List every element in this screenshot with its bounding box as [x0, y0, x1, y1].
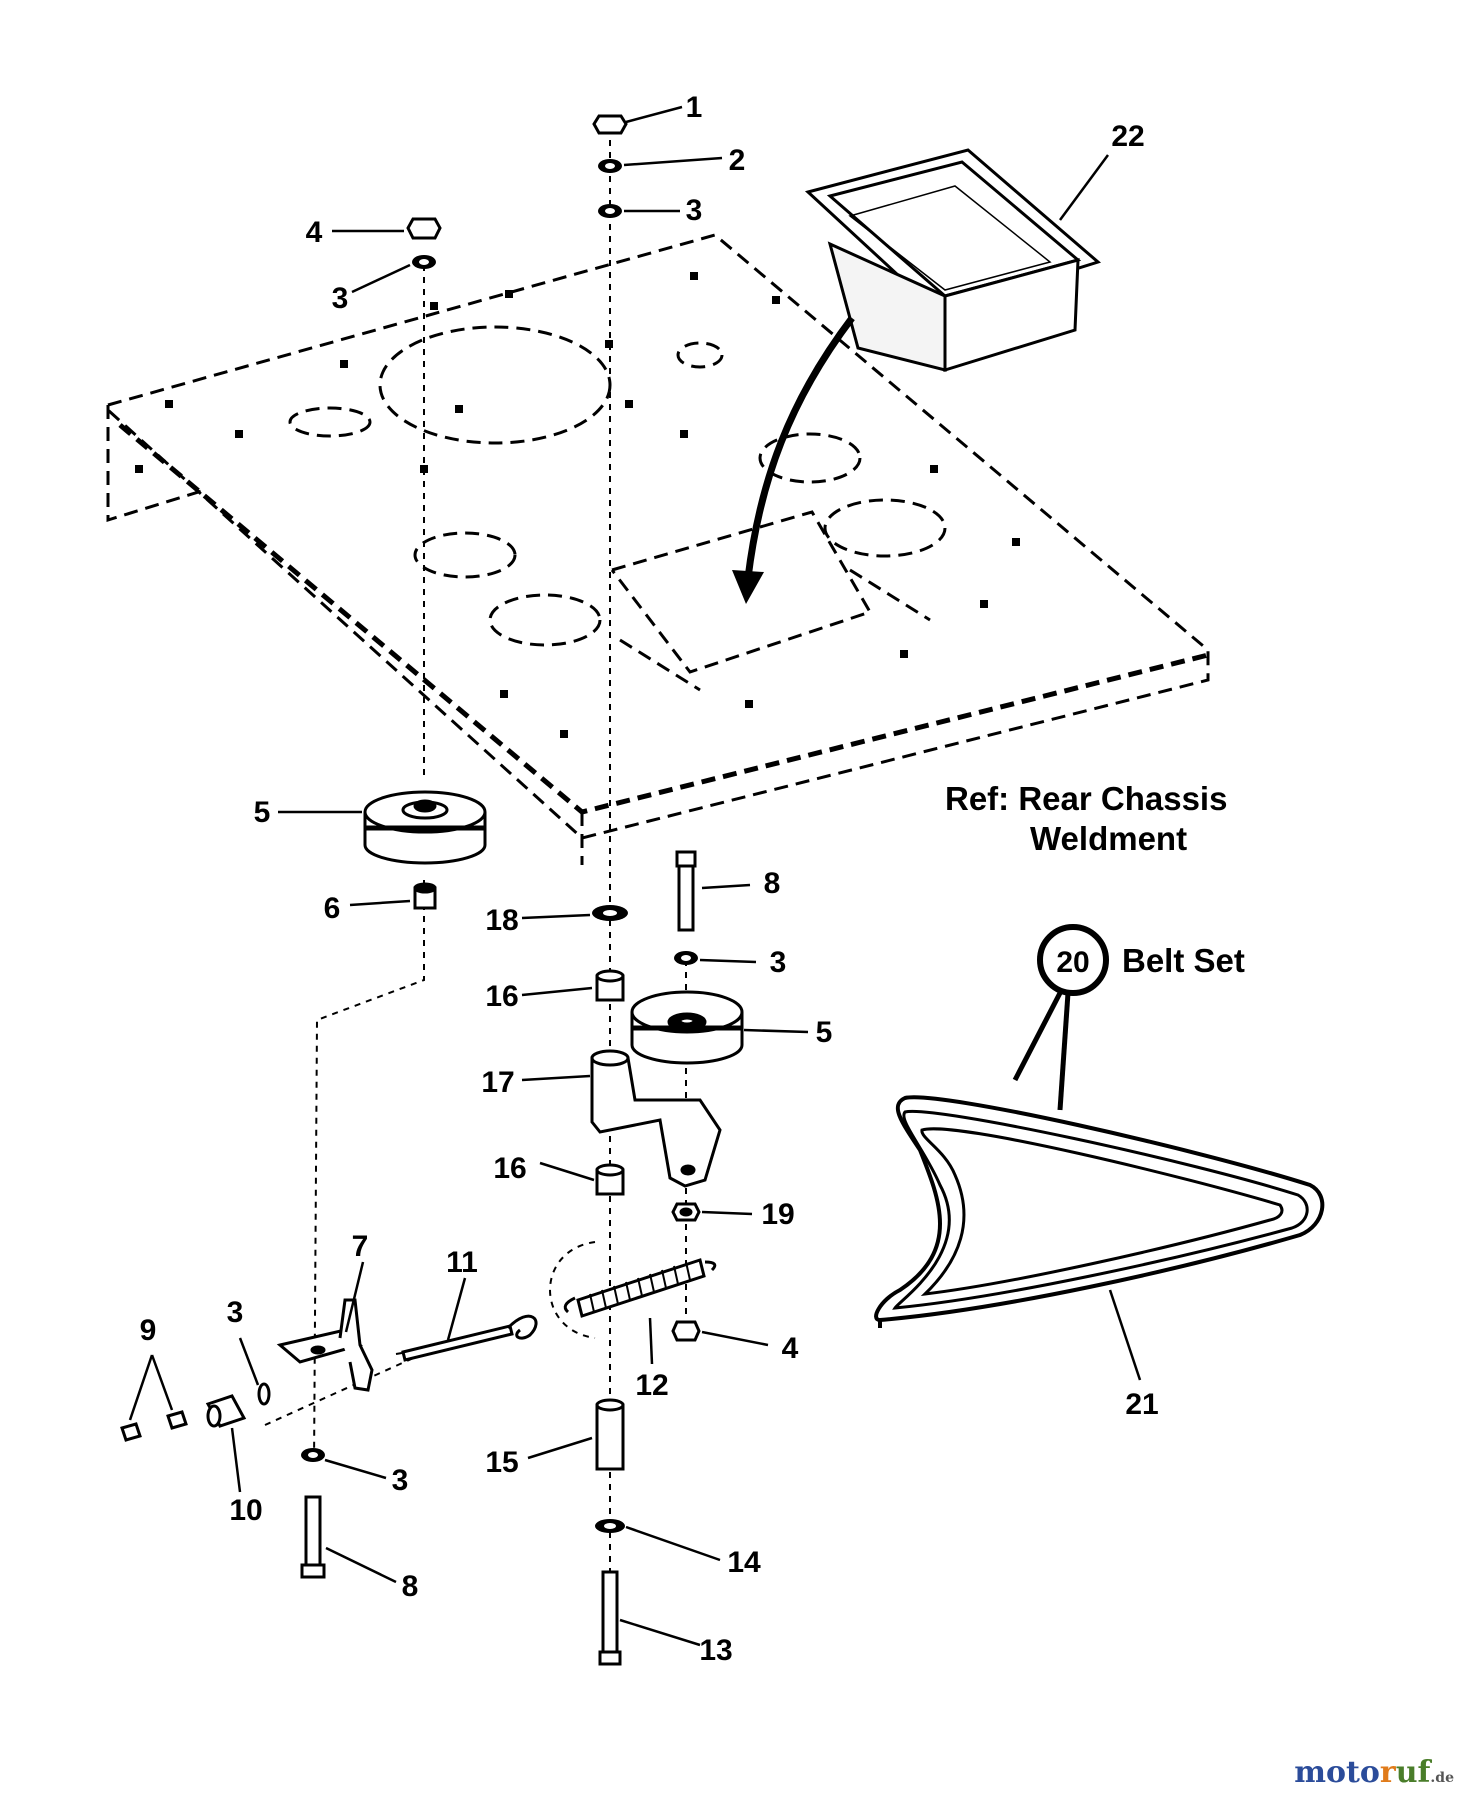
callout-3: 3 — [227, 1296, 244, 1329]
ref-note-line-1: Ref: Rear Chassis — [945, 780, 1227, 817]
washer-part-3-left — [412, 255, 436, 269]
watermark-logo: motoruf.de — [1294, 1755, 1454, 1790]
hex-nut-part-4-left — [406, 217, 442, 240]
eyebolt-part-11 — [401, 1314, 538, 1362]
callout-3: 3 — [770, 946, 787, 979]
ref-note-line-2: Weldment — [1030, 820, 1187, 857]
callout-5: 5 — [816, 1016, 833, 1049]
callout-16: 16 — [485, 980, 518, 1013]
lock-nut-part-19 — [671, 1202, 701, 1222]
callout-5: 5 — [254, 796, 271, 829]
callout-8: 8 — [764, 867, 781, 900]
hex-nut-part-4-right — [671, 1320, 701, 1342]
bolt-part-8-lower — [300, 1495, 326, 1579]
callout-2: 2 — [729, 144, 746, 177]
callout-14: 14 — [727, 1546, 761, 1579]
callout-3: 3 — [392, 1464, 409, 1497]
spacer-part-15 — [595, 1398, 625, 1471]
bushing-part-16-upper — [595, 969, 625, 1002]
rear-chassis-weldment — [106, 233, 1210, 865]
callout-8: 8 — [402, 1570, 419, 1603]
callout-4: 4 — [306, 216, 323, 249]
washer-part-14 — [595, 1519, 625, 1533]
callout-21: 21 — [1125, 1388, 1158, 1421]
washer-part-18 — [592, 905, 628, 921]
washer-part-3-upper-right — [674, 951, 698, 965]
callout-numbers: 1 2 3 4 3 22 5 6 8 18 3 16 5 17 16 19 7 … — [140, 91, 1159, 1667]
idler-pulley-part-5-right — [630, 990, 744, 1065]
extension-spring-part-12 — [563, 1258, 717, 1318]
watermark-part-1: moto — [1294, 1755, 1380, 1790]
lock-washer-part-2 — [598, 159, 622, 173]
callout-17: 17 — [481, 1066, 514, 1099]
callout-16: 16 — [493, 1152, 526, 1185]
watermark-part-2: r — [1379, 1755, 1396, 1790]
washer-part-3-top — [598, 204, 622, 218]
callout-12: 12 — [635, 1369, 668, 1402]
callout-13: 13 — [699, 1634, 732, 1667]
idler-arm-part-17 — [590, 1049, 722, 1188]
belt-set-badge — [1012, 924, 1109, 1111]
idler-pulley-part-5-left — [363, 790, 487, 865]
callout-4: 4 — [782, 1332, 799, 1365]
bushing-part-6 — [413, 882, 437, 910]
callout-11: 11 — [446, 1246, 478, 1279]
hex-nut-part-1 — [592, 114, 628, 135]
spacer-part-10 — [205, 1394, 247, 1428]
callout-18: 18 — [485, 904, 518, 937]
bracket-part-7 — [276, 1298, 374, 1392]
tray-part-22 — [804, 148, 1102, 373]
lock-nut-part-9 — [120, 1410, 188, 1442]
watermark-suffix: .de — [1430, 1770, 1454, 1786]
assembly-centerlines — [264, 140, 687, 1620]
callout-10: 10 — [229, 1494, 262, 1527]
bolt-part-8-upper — [675, 850, 697, 932]
washer-part-3-lower-left — [301, 1448, 325, 1462]
belt-part-21 — [874, 1095, 1325, 1328]
callout-7: 7 — [352, 1230, 369, 1263]
callout-9: 9 — [140, 1314, 157, 1347]
leader-lines — [128, 105, 1142, 1647]
bolt-part-13 — [598, 1570, 622, 1666]
callout-20: 20 — [1056, 946, 1089, 979]
belt-set-label: Belt Set — [1122, 942, 1245, 979]
callout-3: 3 — [332, 282, 349, 315]
bushing-part-16-lower — [595, 1163, 625, 1196]
callout-3: 3 — [686, 194, 703, 227]
washer-part-3-lower-left-small — [257, 1382, 271, 1406]
callout-15: 15 — [485, 1446, 518, 1479]
callout-1: 1 — [686, 91, 703, 124]
callout-19: 19 — [761, 1198, 794, 1231]
callout-22: 22 — [1111, 120, 1144, 153]
watermark-part-3: uf — [1395, 1755, 1431, 1790]
install-arrow — [732, 315, 855, 604]
callout-6: 6 — [324, 892, 341, 925]
